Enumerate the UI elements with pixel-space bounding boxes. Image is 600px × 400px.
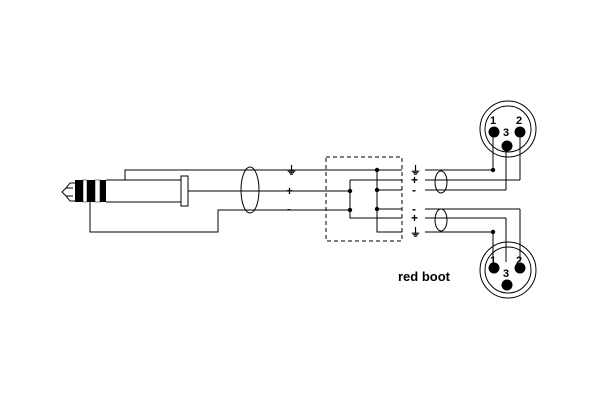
junction-dot [347, 188, 353, 194]
xlr-bottom-pin-1 [488, 262, 500, 274]
label-minus-left: - [287, 202, 291, 216]
jack-ring-band-1 [75, 180, 83, 202]
junction-dot [347, 207, 353, 213]
junction-dot [374, 206, 380, 212]
label-plus-right-bottom: + [411, 211, 418, 225]
junction-dot [374, 187, 380, 193]
junction-dot [374, 167, 380, 173]
label-minus-right-bottom: - [412, 202, 416, 216]
xlr-bottom-label-3: 3 [503, 268, 509, 280]
splitter-box [325, 156, 403, 242]
xlr-bottom-pin-3 [501, 279, 513, 291]
label-ground-right-top: ⏚ [410, 164, 421, 177]
jack-sleeve [106, 179, 182, 203]
jack-ring-band-3 [100, 180, 106, 202]
wire-jack-minus [89, 202, 300, 233]
jack-ring-band-2 [87, 180, 95, 202]
xlr-bottom-pin-2 [514, 262, 526, 274]
xlr-bottom-label-2: 2 [516, 255, 522, 267]
jack-collar [180, 175, 189, 207]
junction-dot [490, 167, 496, 173]
xlr-connector-bottom: 1 2 3 [479, 241, 537, 299]
xlr-top-pin-2 [514, 126, 526, 138]
xlr-top-label-2: 2 [516, 115, 522, 127]
caption-red-boot: red boot [398, 269, 451, 284]
label-plus-right-top: + [411, 173, 418, 187]
xlr-top-pin-1 [488, 126, 500, 138]
cable-shield-left [240, 166, 260, 214]
label-ground-right-bottom: ⏚ [410, 226, 421, 239]
stereo-jack-plug [61, 175, 189, 207]
junction-dot [490, 229, 496, 235]
xlr-top-label-1: 1 [490, 115, 496, 127]
label-plus-left: + [286, 184, 293, 198]
label-ground-left: ⏚ [286, 164, 297, 177]
xlr-top-pin-3 [501, 140, 513, 152]
xlr-top-label-3: 3 [503, 127, 509, 139]
xlr-connector-top: 1 2 3 [479, 100, 537, 158]
wire-jack-ground [124, 169, 300, 180]
jack-tip [61, 187, 73, 197]
cable-shield-right-top [434, 170, 448, 194]
cable-shield-right-bottom [434, 208, 448, 232]
label-minus-right-top: - [412, 183, 416, 197]
